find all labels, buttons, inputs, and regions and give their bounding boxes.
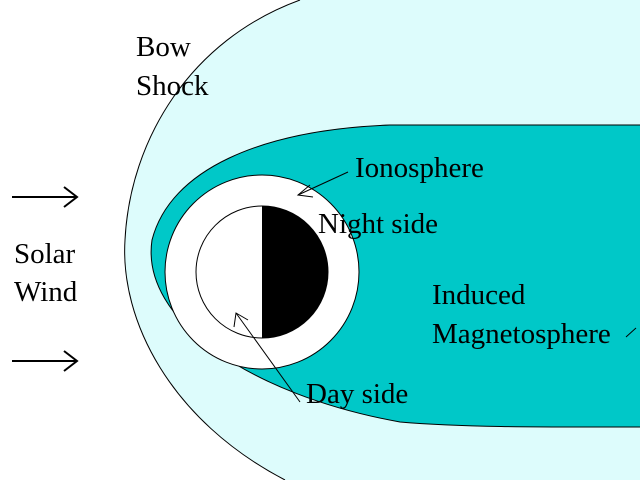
day-side-label: Day side <box>306 378 408 410</box>
ionosphere-label: Ionosphere <box>355 152 484 184</box>
day-side-pointer <box>233 312 301 403</box>
solar-wind-arrow-top <box>12 186 79 208</box>
bow-shock-line <box>124 0 301 480</box>
planet-night-side <box>262 206 328 338</box>
induced-magnetosphere-label-line1: Induced <box>432 279 526 311</box>
night-side-label: Night side <box>318 208 438 240</box>
solar-wind-label-line1: Solar <box>14 238 76 270</box>
bow-shock-label-line2: Shock <box>136 70 209 102</box>
magnetosphere-tick-mark <box>625 327 637 338</box>
induced-magnetosphere-label-line2: Magnetosphere <box>432 318 611 350</box>
ionosphere-pointer <box>296 171 349 198</box>
solar-wind-arrow-bottom <box>12 350 79 372</box>
solar-wind-label-line2: Wind <box>14 276 78 308</box>
bow-shock-label-line1: Bow <box>136 31 191 63</box>
